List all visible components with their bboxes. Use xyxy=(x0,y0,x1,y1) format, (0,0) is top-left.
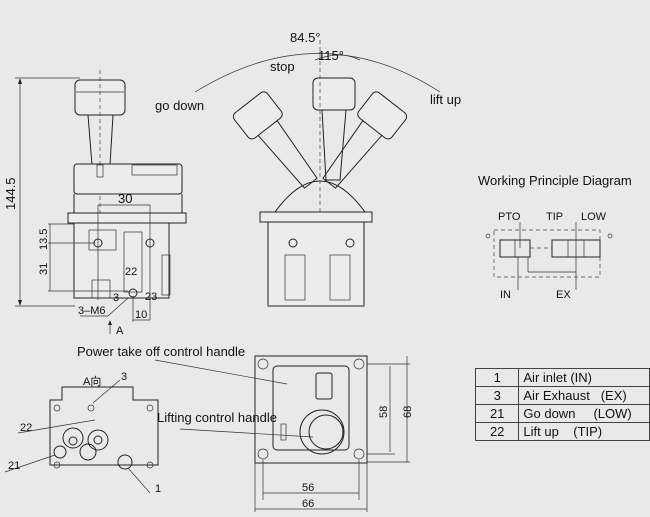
bottom-port-22: 22 xyxy=(20,422,32,434)
dim-13-5: 13.5 xyxy=(38,229,50,250)
port-number: 3 xyxy=(474,386,520,405)
port-number: 1 xyxy=(474,368,520,387)
dim-56: 56 xyxy=(302,482,314,494)
bottom-view: A向 3 22 21 1 xyxy=(4,371,161,495)
position-lift-up: lift up xyxy=(430,92,461,107)
angle-total: 84.5° xyxy=(290,30,321,45)
lifting-handle-label: Lifting control handle xyxy=(157,410,277,425)
dim-58: 58 xyxy=(378,406,390,418)
working-principle-title: Working Principle Diagram xyxy=(478,173,632,188)
dim-height: 144.5 xyxy=(3,177,18,210)
dim-68: 68 xyxy=(402,406,414,418)
pto-handle-label: Power take off control handle xyxy=(77,344,245,359)
working-principle-diagram: Working Principle Diagram PTO TIP LOW IN… xyxy=(478,173,632,301)
side-view: 144.5 30 13.5 31 22 23 3 3–M6 xyxy=(3,70,187,337)
top-view: Power take off control handle Lifting co… xyxy=(77,344,414,512)
dim-10: 10 xyxy=(135,309,147,321)
bottom-port-1: 1 xyxy=(155,483,161,495)
port-number: 21 xyxy=(474,404,520,423)
dim-30: 30 xyxy=(118,191,132,206)
pto-label: PTO xyxy=(498,211,521,223)
port-description: Go down (LOW) xyxy=(518,404,650,423)
port-description: Lift up (TIP) xyxy=(518,422,650,441)
port-22-label: 22 xyxy=(125,266,137,278)
low-label: LOW xyxy=(581,211,607,223)
ex-label: EX xyxy=(556,289,571,301)
bottom-port-21: 21 xyxy=(8,460,20,472)
front-view: 84.5° 115° stop go down lift up xyxy=(155,30,461,307)
port-description: Air Exhaust (EX) xyxy=(518,386,650,405)
view-a-label: A xyxy=(116,325,124,337)
thread-label: 3–M6 xyxy=(78,305,106,317)
view-a-direction-label: A向 xyxy=(83,374,101,388)
angle-stop: 115° xyxy=(318,48,344,63)
position-stop: stop xyxy=(270,59,295,74)
port-number: 22 xyxy=(474,422,520,441)
dim-31: 31 xyxy=(38,263,50,275)
port-3-label: 3 xyxy=(113,292,119,304)
position-go-down: go down xyxy=(155,98,204,113)
in-label: IN xyxy=(500,289,511,301)
bottom-port-3: 3 xyxy=(121,371,127,383)
dim-66: 66 xyxy=(302,498,314,510)
port-description: Air inlet (IN) xyxy=(518,368,650,387)
port-23-label: 23 xyxy=(145,291,157,303)
tip-label: TIP xyxy=(546,211,563,223)
